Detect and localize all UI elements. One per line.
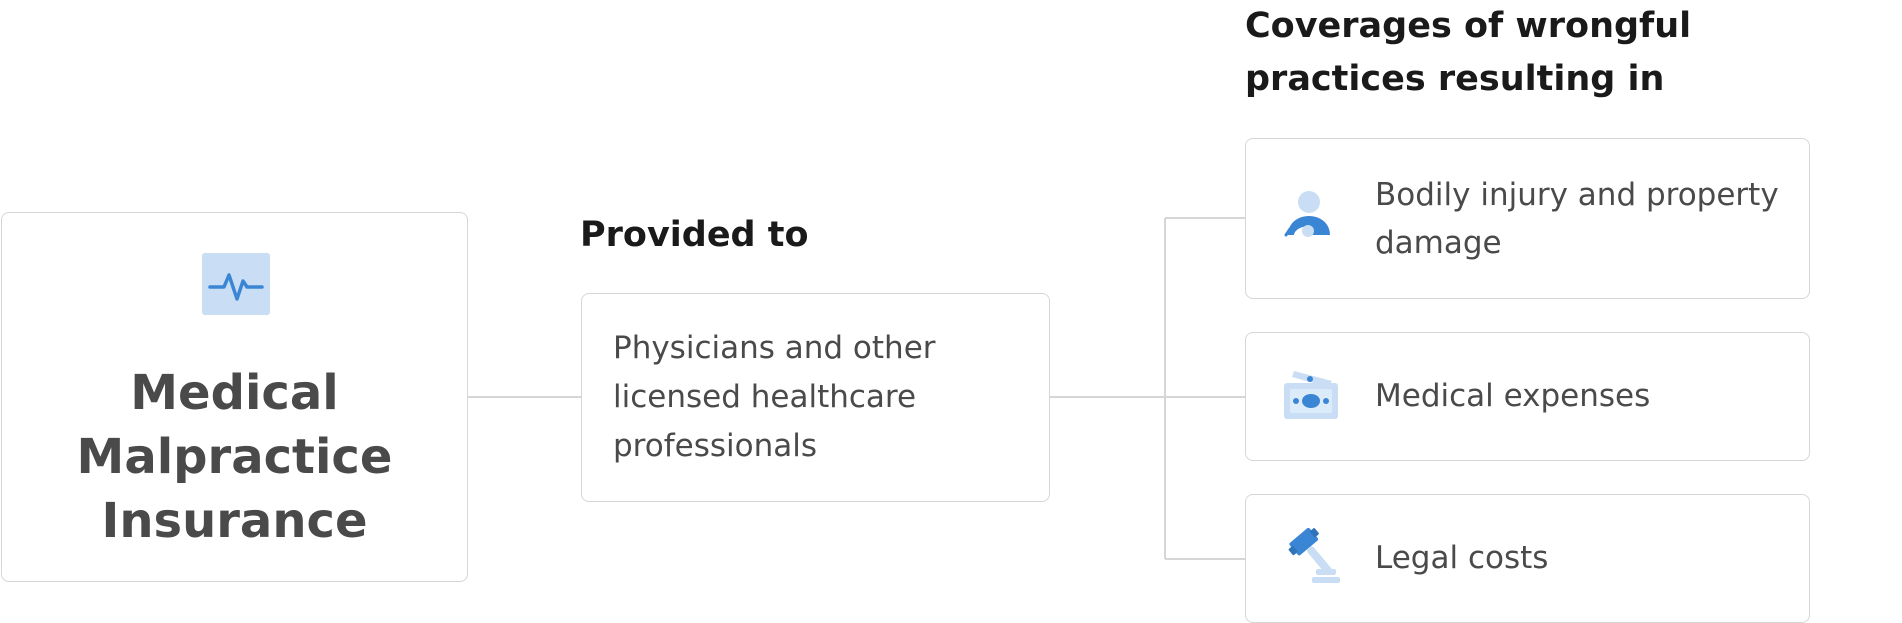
gavel-icon xyxy=(1282,527,1342,587)
money-icon xyxy=(1282,365,1342,425)
provided-to-heading: Provided to xyxy=(580,215,809,255)
injured-person-icon xyxy=(1282,189,1342,249)
pulse-icon xyxy=(202,253,270,315)
provided-to-text: Physicians and other licensed healthcare… xyxy=(613,330,936,464)
coverage-card-bodily-injury: Bodily injury and property damage xyxy=(1245,138,1810,299)
coverage-label: Legal costs xyxy=(1375,540,1549,576)
main-title: Medical Malpractice Insurance xyxy=(76,365,393,549)
coverage-label: Medical expenses xyxy=(1375,378,1651,414)
main-insurance-card: Medical Malpractice Insurance xyxy=(1,212,468,582)
coverages-heading: Coverages of wrongful practices resultin… xyxy=(1245,6,1692,99)
coverage-card-legal-costs: Legal costs xyxy=(1245,494,1810,623)
provided-to-card: Physicians and other licensed healthcare… xyxy=(581,293,1050,502)
coverage-label: Bodily injury and property damage xyxy=(1375,177,1779,261)
coverage-card-medical-expenses: Medical expenses xyxy=(1245,332,1810,461)
